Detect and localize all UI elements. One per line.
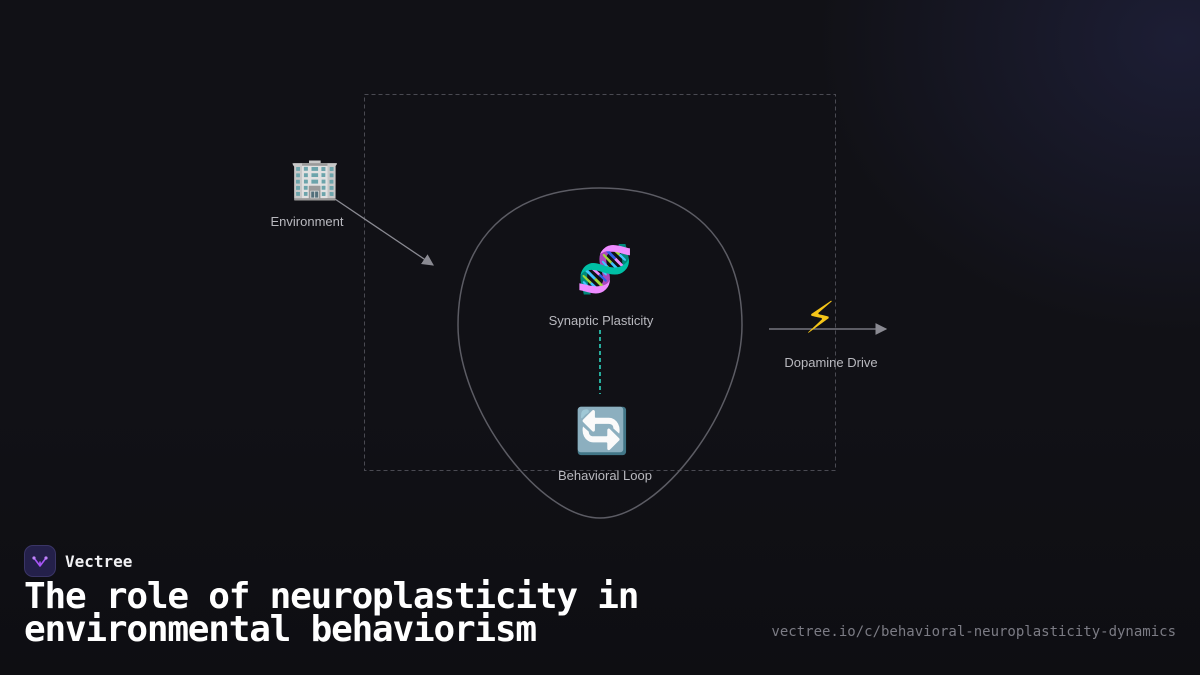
node-environment: 🏢 Environment xyxy=(271,156,344,229)
system-boundary-box xyxy=(364,94,836,471)
dna-icon: 🧬 xyxy=(576,241,633,297)
plasticity-boundary-shape xyxy=(457,187,743,519)
node-synaptic-plasticity: 🧬 Synaptic Plasticity xyxy=(549,241,654,328)
brand-name: Vectree xyxy=(65,551,133,571)
node-label-behavioral-loop: Behavioral Loop xyxy=(558,468,652,483)
node-label-environment: Environment xyxy=(271,214,344,229)
node-label-dopamine-drive: Dopamine Drive xyxy=(784,355,877,370)
page-title: The role of neuroplasticity in environme… xyxy=(24,576,639,650)
node-dopamine-drive: ⚡ Dopamine Drive xyxy=(784,293,877,370)
tree-branch-icon xyxy=(24,545,56,577)
page-url[interactable]: vectree.io/c/behavioral-neuroplasticity-… xyxy=(771,624,1176,640)
node-label-synaptic-plasticity: Synaptic Plasticity xyxy=(549,313,654,328)
lightning-icon: ⚡ xyxy=(805,293,836,344)
brand: Vectree xyxy=(24,544,132,578)
environment-arrow xyxy=(328,194,434,266)
office-building-icon: 🏢 xyxy=(290,156,340,202)
cycle-arrows-icon: 🔄 xyxy=(575,406,630,457)
node-behavioral-loop: 🔄 Behavioral Loop xyxy=(558,406,652,483)
